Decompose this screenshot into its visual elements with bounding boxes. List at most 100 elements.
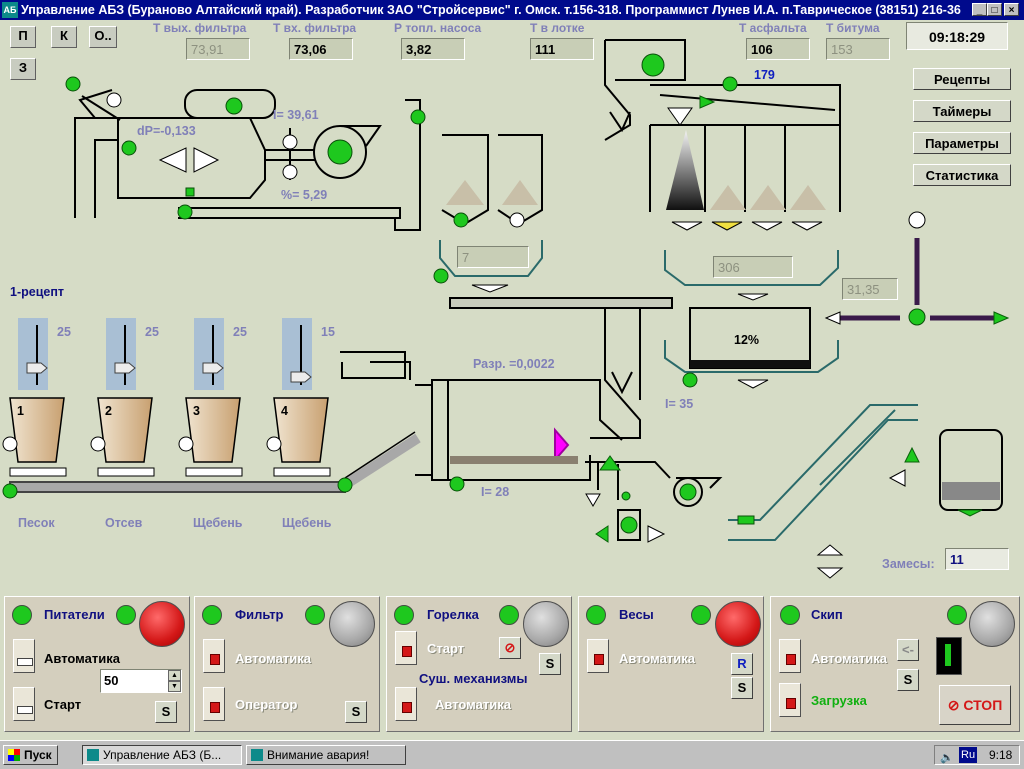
skip-load-label: Загрузка — [811, 693, 867, 708]
feeders-alarm-lamp — [139, 601, 185, 647]
skip-position-indicator — [936, 637, 962, 675]
skip-alarm-lamp — [969, 601, 1015, 647]
burner-led-2 — [499, 605, 519, 625]
mixer-percent: 12% — [734, 333, 760, 347]
panel-burner: Горелка Старт ⊘ S Суш. механизмы Автомат… — [386, 596, 572, 732]
task-main-app[interactable]: Управление АБЗ (Б... — [82, 745, 242, 765]
tray-clock: 9:18 — [989, 748, 1013, 762]
panel-scales-title: Весы — [619, 607, 654, 622]
burner-led — [394, 605, 414, 625]
p-button[interactable]: П — [10, 26, 36, 48]
scales-s-button[interactable]: S — [731, 677, 753, 699]
panel-feeders-title: Питатели — [44, 607, 105, 622]
scales-led-2 — [691, 605, 711, 625]
filter-operator-switch[interactable] — [203, 687, 225, 721]
mixer-current: I= 35 — [665, 397, 694, 411]
feeders-start-switch[interactable] — [13, 687, 35, 721]
skip-led — [780, 605, 800, 625]
recipes-button[interactable]: Рецепты — [913, 68, 1011, 90]
skip-arrow-button[interactable]: <- — [897, 639, 919, 661]
language-indicator[interactable]: Ru — [959, 747, 978, 763]
filter-alarm-lamp — [329, 601, 375, 647]
dryer-mode-label: Автоматика — [435, 697, 511, 712]
skip-load-switch[interactable] — [779, 683, 801, 717]
panel-skip-title: Скип — [811, 607, 843, 622]
taskbar: Пуск Управление АБЗ (Б... Внимание авари… — [0, 740, 1024, 769]
skip-led-2 — [947, 605, 967, 625]
sensor-label: Т асфальта — [739, 21, 807, 35]
scales-mode-switch[interactable] — [587, 639, 609, 673]
start-button[interactable]: Пуск — [3, 745, 58, 765]
scales-r-button[interactable]: R — [731, 653, 753, 675]
feeders-mode-switch[interactable] — [13, 639, 35, 673]
close-button[interactable]: × — [1004, 3, 1019, 16]
task-main-label: Управление АБЗ (Б... — [103, 748, 222, 762]
clock: 09:18:29 — [906, 22, 1008, 50]
bitumen-readout: 31,35 — [842, 278, 898, 300]
sensor-label: Т битума — [826, 21, 880, 35]
panel-filter-title: Фильтр — [235, 607, 284, 622]
feeders-value: 50 — [104, 673, 119, 688]
maximize-button[interactable]: □ — [987, 3, 1002, 16]
fan-current: I= 39,61 — [273, 108, 319, 122]
skip-s-button[interactable]: S — [897, 669, 919, 691]
scales-led — [586, 605, 606, 625]
recipe-label: 1-рецепт — [10, 285, 65, 299]
sensor-label: Р топл. насоса — [394, 21, 482, 35]
feeders-s-button[interactable]: S — [155, 701, 177, 723]
feeders-led — [12, 605, 32, 625]
task-alarm[interactable]: Внимание авария! — [246, 745, 406, 765]
panel-scales: Весы Автоматика R S — [578, 596, 764, 732]
spin-down-icon[interactable]: ▼ — [168, 681, 181, 692]
parameters-button[interactable]: Параметры — [913, 132, 1011, 154]
burner-stop-icon[interactable]: ⊘ — [499, 637, 521, 659]
feeders-led-2 — [116, 605, 136, 625]
feeder-4-number: 4 — [281, 404, 288, 418]
feeder-3-material: Щебень — [193, 516, 243, 530]
sensor-label: Т вых. фильтра — [153, 21, 247, 35]
sensor-value: 153 — [826, 38, 890, 60]
dryer-mode-switch[interactable] — [395, 687, 417, 721]
app-icon: АБ — [2, 2, 18, 18]
batches-value: 11 — [945, 548, 1009, 570]
filter-led — [202, 605, 222, 625]
feeder-2-material: Отсев — [105, 516, 143, 530]
speaker-icon[interactable]: 🔈 — [940, 752, 954, 764]
feeder-3-value: 25 — [233, 325, 247, 339]
skip-mode-label: Автоматика — [811, 651, 887, 666]
window-title: Управление АБЗ (Бураново Алтайский край)… — [21, 3, 961, 17]
scales-mode-label: Автоматика — [619, 651, 695, 666]
stop-icon: ⊘ — [947, 697, 964, 713]
process-mimic — [2, 39, 1010, 579]
burner-start-label: Старт — [427, 641, 465, 656]
spin-up-icon[interactable]: ▲ — [168, 670, 181, 681]
sensor-label: Т в лотке — [530, 21, 585, 35]
filter-mode-label: Автоматика — [235, 651, 311, 666]
skip-mode-switch[interactable] — [779, 639, 801, 673]
batches-label: Замесы: — [882, 557, 935, 571]
feeder-4-value: 15 — [321, 325, 335, 339]
drum-vacuum: Разр. =0,0022 — [473, 357, 555, 371]
filter-s-button[interactable]: S — [345, 701, 367, 723]
burner-start-switch[interactable] — [395, 631, 417, 665]
z-button[interactable]: З — [10, 58, 36, 80]
start-label: Пуск — [24, 748, 52, 762]
timers-button[interactable]: Таймеры — [913, 100, 1011, 122]
panel-filter: Фильтр Автоматика Оператор S — [194, 596, 380, 732]
feeders-mode-label: Автоматика — [44, 651, 120, 666]
burner-s-button[interactable]: S — [539, 653, 561, 675]
feeders-start-label: Старт — [44, 697, 82, 712]
drum-current: I= 28 — [481, 485, 510, 499]
statistics-button[interactable]: Статистика — [913, 164, 1011, 186]
feeders-value-input[interactable]: 50 ▲ ▼ — [100, 669, 182, 693]
sensor-value: 106 — [746, 38, 810, 60]
dp-readout: dP=-0,133 — [137, 124, 196, 138]
sensor-value: 73,06 — [289, 38, 353, 60]
o-button[interactable]: О.. — [89, 26, 117, 48]
filter-mode-switch[interactable] — [203, 639, 225, 673]
feeder-4-material: Щебень — [282, 516, 332, 530]
k-button[interactable]: К — [51, 26, 77, 48]
feeder-1-material: Песок — [18, 516, 55, 530]
minimize-button[interactable]: _ — [972, 3, 987, 16]
stop-button[interactable]: ⊘ СТОП — [939, 685, 1011, 725]
